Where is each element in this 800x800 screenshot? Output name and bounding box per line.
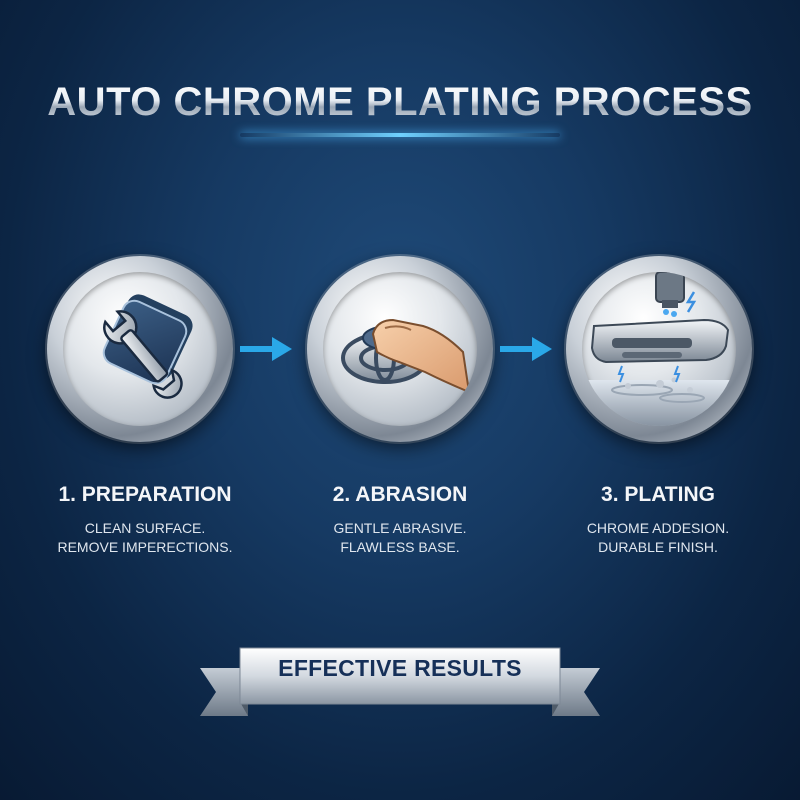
- step-2-description: GENTLE ABRASIVE. FLAWLESS BASE.: [280, 519, 520, 557]
- step-2-description-line: GENTLE ABRASIVE.: [333, 520, 467, 536]
- ribbon-label: EFFECTIVE RESULTS: [278, 655, 522, 681]
- step-2-description-line: FLAWLESS BASE.: [340, 539, 460, 555]
- step-1-title: 1. PREPARATION: [58, 483, 232, 506]
- hand-polishing-icon: [341, 318, 471, 394]
- step-2-badge-face: [323, 272, 477, 426]
- step-1-badge-face: [63, 272, 217, 426]
- step-3-badge-face: [582, 272, 736, 426]
- arrow-right-icon: [240, 337, 292, 361]
- title-underline: [240, 133, 560, 137]
- step-2-badge: [307, 256, 493, 442]
- step-3-title: 3. PLATING: [601, 483, 715, 506]
- step-3-description-line: CHROME ADDESION.: [586, 520, 730, 536]
- arrow-right-icon: [500, 337, 552, 361]
- step-1-description-line: REMOVE IMPERECTIONS.: [57, 539, 233, 555]
- results-ribbon: [200, 647, 600, 716]
- step-3-badge: [566, 256, 752, 442]
- step-1-description: CLEAN SURFACE. REMOVE IMPERECTIONS.: [25, 519, 265, 557]
- bumper-plating-icon: [582, 272, 736, 426]
- step-2-title: 2. ABRASION: [332, 483, 468, 506]
- step-1-badge: [47, 256, 233, 442]
- step-3-description-line: DURABLE FINISH.: [598, 539, 718, 555]
- wrench-icon: [102, 294, 193, 399]
- step-3-description: CHROME ADDESION. DURABLE FINISH.: [538, 519, 778, 557]
- step-1-description-line: CLEAN SURFACE.: [84, 520, 206, 536]
- page-title: AUTO CHROME PLATING PROCESS: [0, 80, 800, 125]
